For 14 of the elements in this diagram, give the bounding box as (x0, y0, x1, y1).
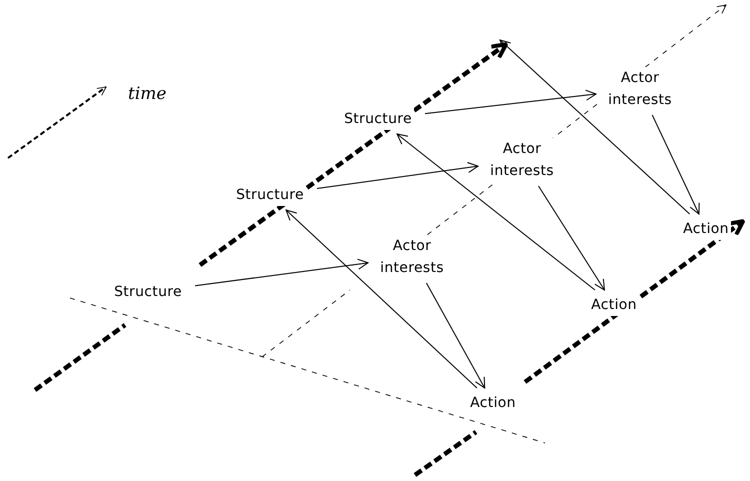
arrow (194, 258, 368, 286)
arrow (652, 114, 700, 214)
arrow (538, 186, 605, 290)
arrow (424, 90, 596, 114)
axis-label: time (128, 84, 166, 104)
node-label: Structure (234, 184, 306, 206)
arrow (396, 134, 596, 290)
arrow (500, 40, 690, 214)
node-label: Action (681, 218, 731, 240)
node-label: Structure (342, 108, 414, 130)
node-label: Action (589, 294, 639, 316)
arrow (286, 210, 478, 388)
arrow (316, 162, 478, 189)
arrow (426, 282, 486, 388)
